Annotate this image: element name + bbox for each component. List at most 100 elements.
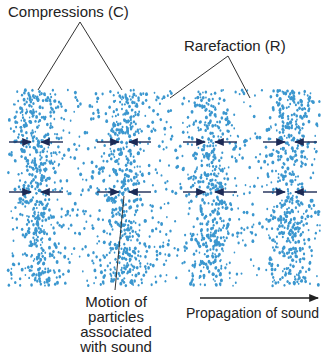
particle-dot	[314, 148, 316, 150]
particle-dot	[197, 91, 199, 94]
particle-dot	[17, 100, 19, 103]
particle-dot	[54, 283, 56, 286]
particle-dot	[127, 101, 129, 104]
particle-dot	[123, 277, 125, 279]
particle-dot	[114, 221, 117, 225]
particle-dot	[35, 110, 37, 112]
particle-dot	[99, 258, 102, 261]
particle-dot	[24, 267, 26, 269]
particle-dot	[309, 261, 312, 264]
particle-dot	[304, 242, 306, 245]
particle-dot	[219, 282, 222, 285]
particle-dot	[44, 271, 46, 274]
particle-dot	[117, 211, 119, 214]
particle-dot	[101, 155, 103, 157]
particle-dot	[135, 105, 137, 107]
particle-dot	[220, 228, 223, 231]
particle-dot	[199, 121, 201, 124]
particle-dot	[188, 201, 190, 203]
particle-dot	[295, 200, 298, 203]
particle-dot	[115, 128, 117, 131]
particle-dot	[92, 112, 94, 115]
particle-dot	[58, 137, 61, 140]
particle-dot	[144, 255, 147, 258]
particle-dot	[281, 113, 284, 117]
particle-dot	[130, 221, 133, 224]
particle-dot	[215, 275, 218, 279]
particle-dot	[273, 249, 275, 252]
particle-dot	[235, 159, 238, 163]
particle-dot	[38, 165, 40, 168]
particle-dot	[64, 246, 67, 249]
particle-dot	[205, 97, 207, 99]
particle-dot	[165, 233, 167, 236]
particle-dot	[291, 201, 293, 204]
particle-dot	[180, 186, 183, 190]
particle-dot	[222, 243, 224, 246]
particle-dot	[51, 155, 53, 157]
particle-dot	[12, 252, 14, 254]
particle-dot	[289, 172, 292, 175]
particle-dot	[34, 278, 37, 281]
particle-dot	[31, 254, 33, 257]
particle-dot	[133, 199, 136, 203]
particle-dot	[182, 122, 184, 124]
particle-dot	[145, 99, 147, 102]
particle-dot	[49, 114, 51, 117]
particle-dot	[182, 155, 184, 158]
particle-dot	[98, 240, 100, 243]
particle-dot	[258, 136, 261, 140]
particle-dot	[183, 97, 185, 100]
particle-dot	[126, 238, 129, 242]
particle-dot	[109, 232, 111, 235]
particle-dot	[161, 98, 163, 100]
particle-dot	[160, 118, 163, 121]
particle-dot	[30, 255, 32, 257]
particle-dot	[55, 107, 57, 110]
particle-dot	[134, 214, 136, 217]
particle-dot	[261, 185, 263, 188]
particle-dot	[206, 234, 209, 238]
particle-dot	[296, 274, 298, 276]
particle-dot	[86, 280, 88, 282]
particle-dot	[28, 215, 30, 218]
particle-dot	[307, 97, 310, 100]
particle-dot	[136, 238, 139, 241]
particle-dot	[128, 150, 130, 152]
particle-dot	[205, 193, 207, 196]
particle-dot	[276, 242, 278, 244]
particle-dot	[13, 263, 15, 266]
particle-dot	[64, 282, 67, 285]
particle-dot	[112, 271, 114, 274]
particle-dot	[267, 163, 269, 166]
particle-dot	[133, 176, 136, 180]
particle-dot	[200, 174, 202, 177]
particle-dot	[121, 108, 123, 110]
particle-dot	[151, 283, 153, 286]
particle-dot	[35, 241, 37, 243]
particle-dot	[214, 124, 216, 127]
particle-dot	[275, 246, 277, 249]
particle-dot	[160, 222, 163, 226]
particle-dot	[194, 182, 196, 184]
particle-dot	[110, 150, 112, 152]
particle-dot	[122, 223, 125, 227]
particle-dot	[82, 210, 85, 213]
particle-dot	[285, 142, 287, 145]
particle-dot	[210, 104, 212, 107]
particle-dot	[310, 215, 312, 218]
particle-dot	[193, 121, 195, 123]
particle-dot	[269, 257, 272, 261]
particle-dot	[132, 183, 135, 187]
particle-dot	[237, 207, 239, 209]
particle-dot	[27, 98, 29, 100]
particle-dot	[218, 167, 220, 169]
particle-dot	[211, 210, 213, 213]
particle-dot	[217, 210, 219, 213]
particle-dot	[166, 180, 168, 182]
particle-dot	[37, 144, 40, 148]
particle-dot	[273, 210, 276, 214]
particle-dot	[274, 269, 276, 271]
particle-dot	[283, 254, 286, 257]
particle-dot	[141, 203, 144, 206]
